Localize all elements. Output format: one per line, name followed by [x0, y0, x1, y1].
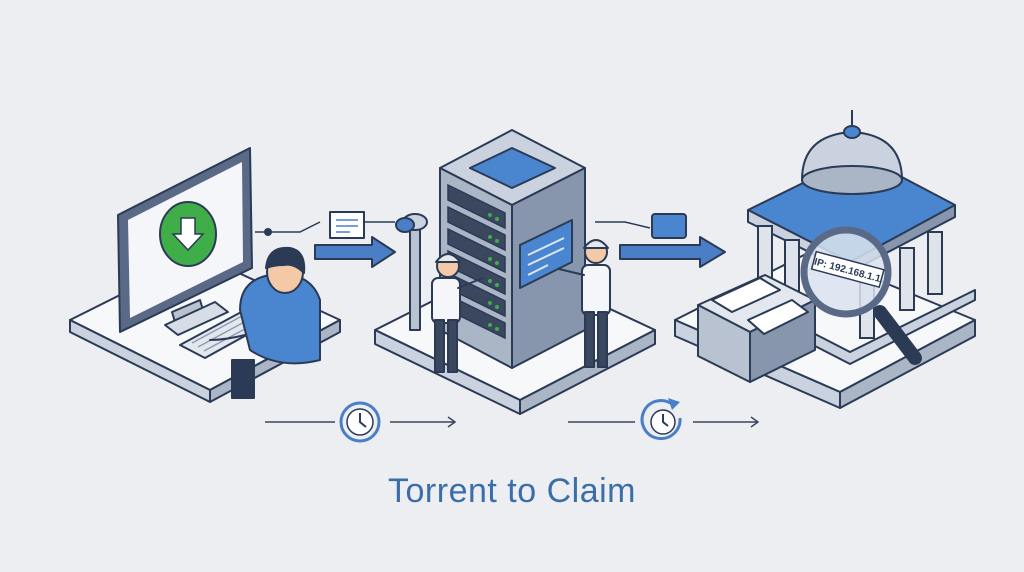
arrow-right-icon [619, 236, 726, 268]
flow-connector-2 [595, 213, 726, 268]
folder-icon [651, 213, 687, 239]
technician-left [431, 253, 484, 373]
download-icon [159, 201, 217, 267]
page-title: Torrent to Claim [388, 472, 636, 510]
computer-user-scene [69, 147, 341, 403]
clock-icon [339, 401, 381, 443]
magnifying-glass-icon: IP: 192.168.1.1 [800, 226, 922, 365]
courthouse-scene: IP: 192.168.1.1 [674, 110, 976, 409]
person-at-computer [209, 246, 321, 399]
network-pole [395, 213, 428, 331]
flow-connector-1 [255, 211, 396, 268]
clock-refresh-icon [640, 398, 682, 441]
server-scene [374, 129, 656, 415]
server-rack [439, 129, 586, 369]
timeline [265, 398, 760, 443]
document-icon [329, 211, 365, 239]
document-stack [697, 274, 816, 383]
technician-right [558, 239, 611, 368]
dome [801, 110, 903, 195]
arrow-right-icon [314, 236, 396, 268]
